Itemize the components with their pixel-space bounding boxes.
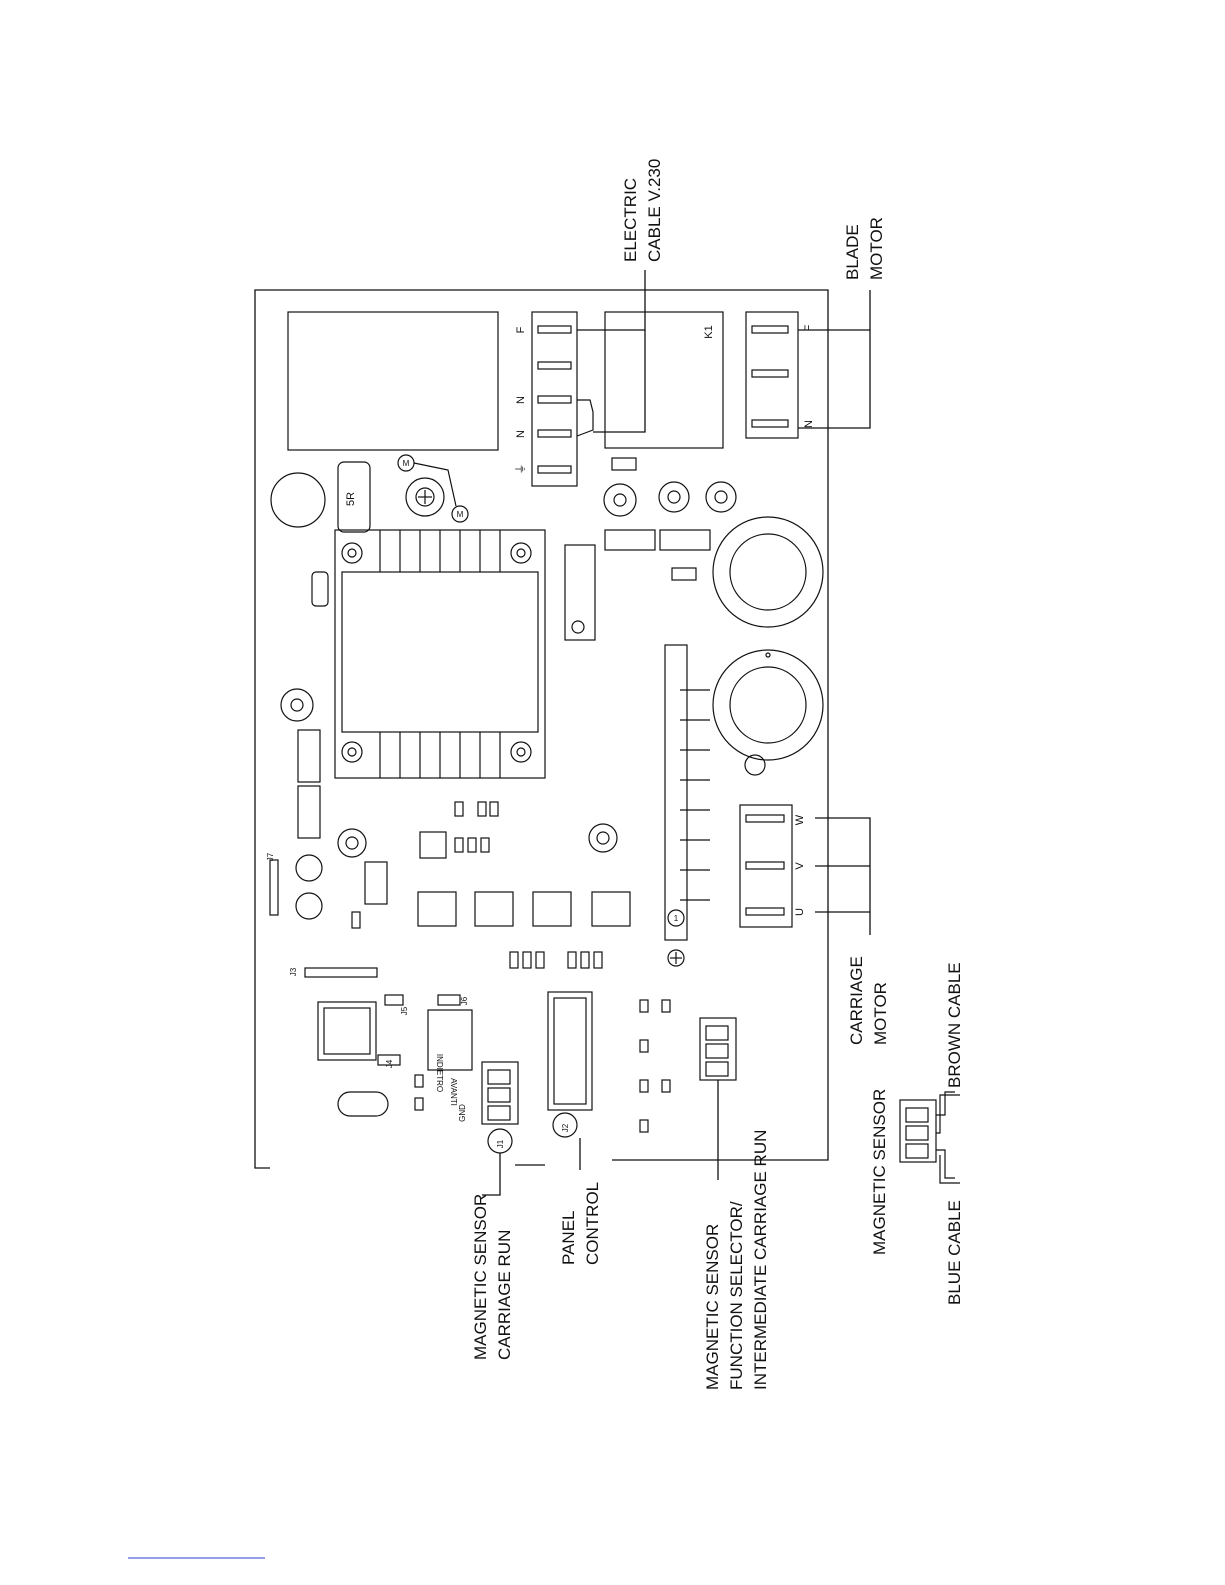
vertical-resistor <box>565 545 595 640</box>
terminal-pin-n2: N <box>515 396 527 404</box>
external-magnetic-sensor <box>900 1092 960 1183</box>
connector-j1 <box>482 1062 518 1124</box>
callout-magnetic-sensor-carriage-run: MAGNETIC SENSOR CARRIAGE RUN <box>471 1194 514 1360</box>
crystal <box>338 1092 388 1116</box>
opto-3 <box>533 892 571 926</box>
label-blade-line1: BLADE <box>843 224 862 280</box>
terminal-pin-earth: ⏚ <box>514 464 527 475</box>
ic-j6 <box>428 1010 472 1070</box>
label-function-line1: MAGNETIC SENSOR <box>703 1224 722 1390</box>
callout-panel-control: PANEL CONTROL <box>559 1182 602 1265</box>
components-top-left <box>271 312 498 532</box>
label-carriage-line2: MOTOR <box>871 982 890 1045</box>
callout-electric-cable: ELECTRIC CABLE V.230 <box>621 159 664 262</box>
opto-1 <box>418 892 456 926</box>
motor-pin-v: V <box>794 862 806 870</box>
opto-4 <box>592 892 630 926</box>
label-magnetic-sensor-external: MAGNETIC SENSOR <box>870 1089 889 1255</box>
leader-lines <box>482 270 870 1195</box>
motor-pin-u: U <box>794 908 806 916</box>
terminal-block-blade <box>746 312 798 438</box>
relay-label: K1 <box>703 325 715 338</box>
callout-function-selector: MAGNETIC SENSOR FUNCTION SELECTOR/ INTER… <box>703 1130 770 1390</box>
terminal-block-230v <box>532 312 798 486</box>
label-blue-cable: BLUE CABLE <box>945 1200 964 1305</box>
connector-j3-label: J3 <box>289 967 298 976</box>
label-brown-cable: BROWN CABLE <box>945 962 964 1088</box>
heatsink <box>335 530 545 778</box>
connector-j4-label: J4 <box>385 1059 394 1068</box>
ic-small <box>420 832 446 858</box>
label-electric-line2: CABLE V.230 <box>645 159 664 262</box>
j1-pin-avanti: AVANTI <box>449 1078 458 1106</box>
connector-j6-label: J6 <box>460 996 469 1005</box>
components-middle <box>418 458 823 968</box>
leader-blade-motor <box>798 330 870 428</box>
label-function-line2: FUNCTION SELECTOR/ <box>727 1201 746 1390</box>
large-round-component <box>271 473 325 527</box>
callout-carriage-motor: CARRIAGE MOTOR <box>847 956 890 1045</box>
label-function-line3: INTERMEDIATE CARRIAGE RUN <box>751 1130 770 1390</box>
connector-j1-label: J1 <box>496 1139 505 1148</box>
leader-carriage-motor <box>815 818 870 912</box>
components-left-edge <box>270 572 387 928</box>
label-panel-line1: PANEL <box>559 1211 578 1266</box>
resistor-label: 5R <box>345 492 357 506</box>
label-electric-line1: ELECTRIC <box>621 178 640 262</box>
m-mark-1: M <box>403 459 410 468</box>
connector-j2-label: J2 <box>561 1123 570 1132</box>
terminal-block-carriage <box>740 805 792 927</box>
m-mark-2: M <box>457 510 464 519</box>
callout-blade-motor: BLADE MOTOR <box>843 217 886 280</box>
terminal-pin-n1: N <box>515 430 527 438</box>
j1-pin-gnd: GND <box>458 1104 467 1122</box>
blue-wire <box>936 1150 955 1178</box>
components-lower-left <box>305 968 736 1153</box>
label-carriage-line1: CARRIAGE <box>847 956 866 1045</box>
board-outline <box>255 290 828 1168</box>
connector-j5-label: J5 <box>400 1006 409 1015</box>
blade-pin-n: N <box>803 420 815 428</box>
label-carriage-run-line1: MAGNETIC SENSOR <box>471 1194 490 1360</box>
strip-marker: 1 <box>674 914 679 923</box>
label-blade-line2: MOTOR <box>867 217 886 280</box>
leader-j1 <box>482 1153 500 1195</box>
leader-electric-cable <box>577 270 645 330</box>
opto-2 <box>475 892 513 926</box>
pin-header-strip <box>665 645 710 966</box>
transformer-block <box>288 312 498 450</box>
label-panel-line2: CONTROL <box>583 1182 602 1265</box>
terminal-pin-f: F <box>515 326 527 333</box>
microcontroller <box>318 1002 376 1060</box>
connector-j7-label: J7 <box>266 852 275 861</box>
label-carriage-run-line2: CARRIAGE RUN <box>495 1230 514 1360</box>
j1-pin-indietro: INDIETRO <box>435 1054 444 1092</box>
motor-pin-w: W <box>794 814 806 825</box>
